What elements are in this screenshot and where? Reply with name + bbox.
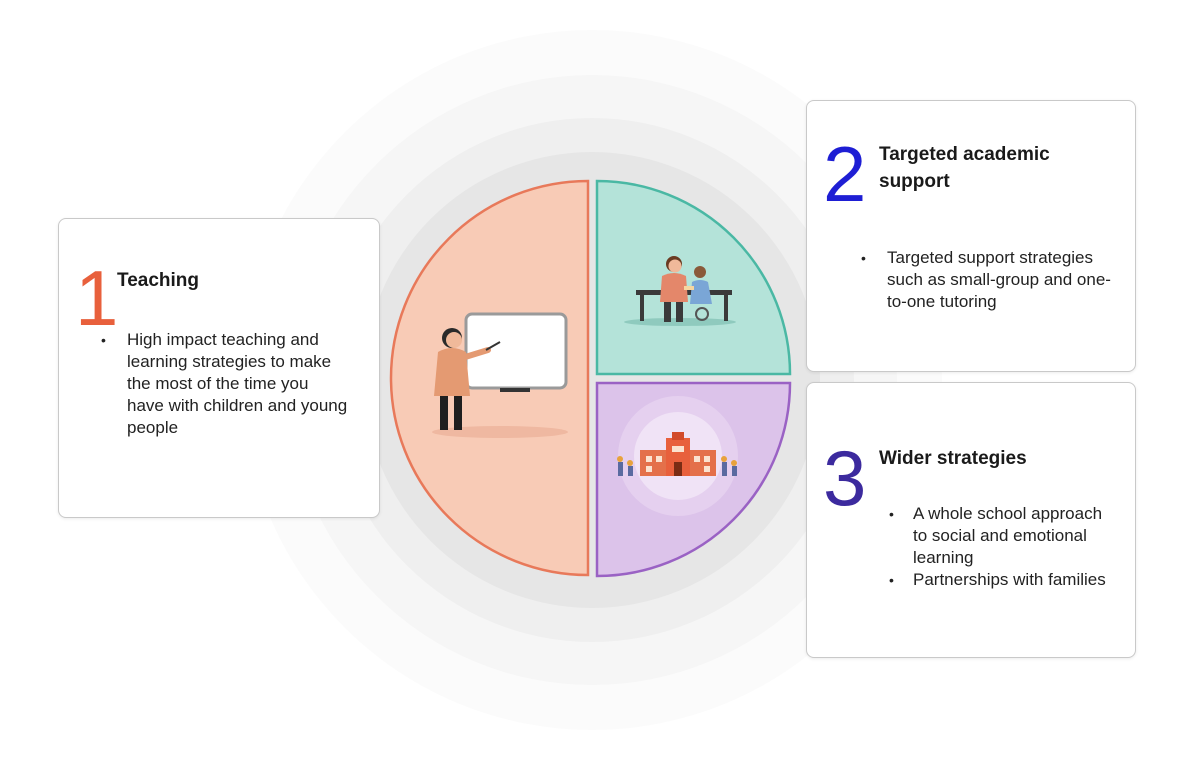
targeted-support-title: Targeted academic support [879, 144, 1050, 192]
teaching-bullet-list: High impact teaching and learning strate… [99, 329, 349, 439]
wider-strategies-bullet-list: A whole school approach to social and em… [887, 503, 1117, 591]
targeted-support-card: 2 Targeted academic support Targeted sup… [806, 100, 1136, 372]
segment-targeted-support [595, 179, 792, 376]
list-item: A whole school approach to social and em… [887, 503, 1117, 569]
wider-strategies-card: 3 Wider strategies A whole school approa… [806, 382, 1136, 658]
section-number-3: 3 [823, 434, 867, 522]
targeted-support-bullet-list: Targeted support strategies such as smal… [859, 247, 1119, 313]
wider-strategies-title: Wider strategies [879, 448, 1027, 469]
list-item: High impact teaching and learning strate… [99, 329, 349, 439]
teacher-whiteboard-illustration [432, 312, 568, 438]
section-number-2: 2 [823, 130, 867, 218]
list-item: Partnerships with families [887, 569, 1117, 591]
teaching-title: Teaching [117, 270, 199, 291]
section-number-1: 1 [75, 254, 119, 342]
teaching-card: 1 Teaching High impact teaching and lear… [58, 218, 380, 518]
school-building-illustration [617, 396, 738, 516]
tutoring-desk-illustration [624, 256, 736, 326]
list-item: Targeted support strategies such as smal… [859, 247, 1119, 313]
